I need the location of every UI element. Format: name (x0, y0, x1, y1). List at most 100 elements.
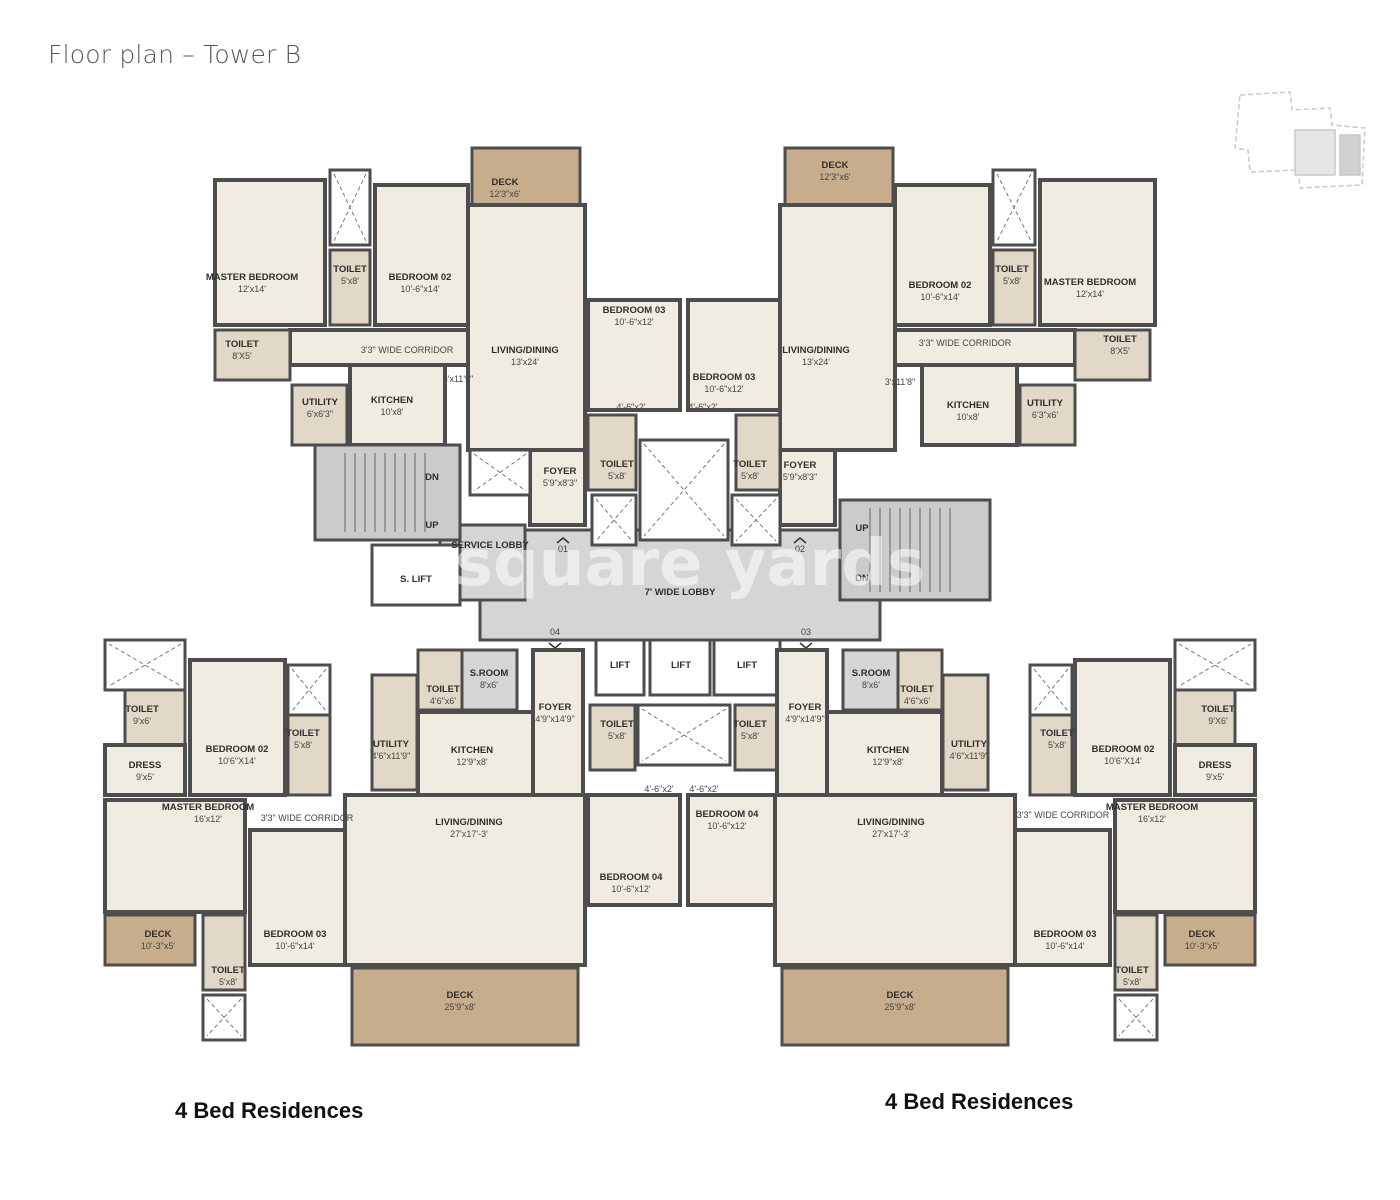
page-title: Floor plan – Tower B (48, 40, 302, 69)
service-lift-label: S. LIFT (400, 574, 432, 585)
bottom-right-toilet-label: TOILET (1201, 704, 1235, 715)
top-right-bedroom-02-label: BEDROOM 02 (909, 280, 972, 291)
bottom-left-toilet (201, 913, 247, 992)
bottom-left-corridor-label: 3'3" WIDE CORRIDOR (261, 813, 354, 823)
ledge-dimension: 4'-6"x2' (616, 402, 645, 412)
ledge-dimension: 4'-6"x2' (689, 784, 718, 794)
stair-right-down-label: DN (855, 573, 869, 584)
bottom-left-toilet-size: 9'x6' (133, 716, 151, 726)
door-number-03: 03 (801, 627, 811, 637)
lift-label: LIFT (610, 660, 630, 671)
stair-left-down-label: DN (425, 472, 439, 483)
top-left-toilet-size: 5'x8' (341, 276, 359, 286)
bottom-right-master-bedroom-label: MASTER BEDROOM (1106, 802, 1198, 813)
top-left-living-dining-label: LIVING/DINING (491, 345, 559, 356)
bottom-left-shaft (286, 663, 332, 717)
bottom-left-deck (103, 913, 197, 967)
top-right-living-dining (778, 203, 897, 452)
shaft-cross-icon (641, 708, 727, 762)
top-left-kitchen-label: KITCHEN (371, 395, 413, 406)
bottom-right-toilet-label: TOILET (900, 684, 934, 695)
bottom-right-master-bedroom (1113, 798, 1257, 914)
core-toilet-size: 5'x8' (608, 471, 626, 481)
top-left-kitchen-size: 10'x8' (381, 407, 404, 417)
bottom-left-s-room-label: S.ROOM (470, 668, 509, 679)
bottom-right-kitchen-label: KITCHEN (867, 745, 909, 756)
bottom-left-master-bedroom (103, 798, 247, 914)
bottom-right-toilet (1113, 913, 1159, 992)
top-left-toilet-size: 8'X5' (232, 351, 252, 361)
top-right-foyer-label: FOYER (784, 460, 817, 471)
top-left-toilet-label: TOILET (225, 339, 259, 350)
shaft-cross-icon (595, 498, 633, 542)
top-right-dimension: 3'x11'8" (885, 377, 916, 387)
bottom-right-bedroom-03-size: 10'-6"x14' (1045, 941, 1084, 951)
watermark: square yards (455, 527, 925, 601)
bottom-left-utility-label: UTILITY (373, 739, 410, 750)
bottom-left-bedroom-02-size: 10'6"X14' (218, 756, 256, 766)
bottom-right-toilet (1028, 713, 1074, 797)
entry-arrow-icon (556, 537, 570, 544)
top-right-deck (783, 146, 895, 207)
core-toilet (586, 413, 638, 492)
bottom-left-toilet (123, 688, 187, 747)
top-left-bedroom-02 (373, 183, 470, 327)
bottom-left-bedroom-03-size: 10'-6"x14' (275, 941, 314, 951)
top-left-foyer-size: 5'9"x8'3" (543, 478, 577, 488)
bottom-right-bedroom-02-size: 10'6"X14' (1104, 756, 1142, 766)
shaft-cross-icon (1033, 668, 1069, 712)
top-left-dimension: 3'x11'9" (443, 374, 474, 384)
top-left-toilet (213, 328, 292, 382)
door-number-02: 02 (795, 544, 805, 554)
bottom-right-deck (1163, 913, 1257, 967)
bottom-right-bedroom-02-label: BEDROOM 02 (1092, 744, 1155, 755)
bottom-left-dress-label: DRESS (129, 760, 162, 771)
core-toilet-size: 5'x8' (741, 731, 759, 741)
bottom-left-bedroom-03-label: BEDROOM 03 (264, 929, 327, 940)
bottom-right-deck-size: 25'9"x8' (884, 1002, 915, 1012)
bottom-right-deck-size: 10'-3"x5' (1185, 941, 1219, 951)
bottom-left-deck-label: DECK (447, 990, 474, 1001)
top-right-master-bedroom (1038, 178, 1157, 327)
shaft-cross-icon (996, 173, 1032, 242)
top-left-master-bedroom-size: 12'x14' (238, 284, 266, 294)
bottom-left-deck (350, 966, 580, 1047)
top-left-bedroom-02-size: 10'-6"x14' (400, 284, 439, 294)
bottom-right-dress-label: DRESS (1199, 760, 1232, 771)
bottom-left-living-dining-label: LIVING/DINING (435, 817, 503, 828)
core-toilet-label: TOILET (600, 459, 634, 470)
bottom-left-living-dining (343, 793, 587, 967)
top-right-bedroom-02-size: 10'-6"x14' (920, 292, 959, 302)
bottom-left-foyer-label: FOYER (539, 702, 572, 713)
door-number-04: 04 (550, 627, 560, 637)
top-left-corridor-label: 3'3" WIDE CORRIDOR (361, 345, 454, 355)
core-toilet-label: TOILET (733, 459, 767, 470)
core-toilet-label: TOILET (733, 719, 767, 730)
entry-arrow-icon (548, 642, 562, 649)
core-toilet-size: 5'x8' (741, 471, 759, 481)
core-toilet (588, 703, 637, 772)
top-left-bedroom-02-label: BEDROOM 02 (389, 272, 452, 283)
bottom-right-master-bedroom-size: 16'x12' (1138, 814, 1166, 824)
shaft-cross-icon (333, 173, 367, 242)
top-right-foyer (778, 448, 837, 527)
service-lobby-label: SERVICE LOBBY (451, 540, 529, 551)
service-lift (370, 543, 462, 607)
top-right-toilet-label: TOILET (995, 264, 1029, 275)
top-left-living-dining (466, 203, 587, 452)
bottom-left-toilet-size: 5'x8' (219, 977, 237, 987)
lift-label: LIFT (671, 660, 691, 671)
bottom-right-shaft (1173, 638, 1257, 692)
staircase-right (838, 498, 992, 602)
bottom-right-toilet-size: 9'X6' (1208, 716, 1228, 726)
stair-left-up-label: UP (425, 520, 439, 531)
shaft-cross-icon (735, 498, 777, 542)
top-right-kitchen-label: KITCHEN (947, 400, 989, 411)
core-bedroom-04-label: BEDROOM 04 (600, 872, 664, 883)
bottom-right-living-dining (773, 793, 1017, 967)
top-right-toilet (991, 248, 1037, 327)
core-bedroom-04-size: 10'-6"x12' (707, 821, 746, 831)
top-right-foyer-size: 5'9"x8'3" (783, 472, 817, 482)
bottom-left-toilet-label: TOILET (211, 965, 245, 976)
core-bedroom-03 (686, 298, 782, 412)
